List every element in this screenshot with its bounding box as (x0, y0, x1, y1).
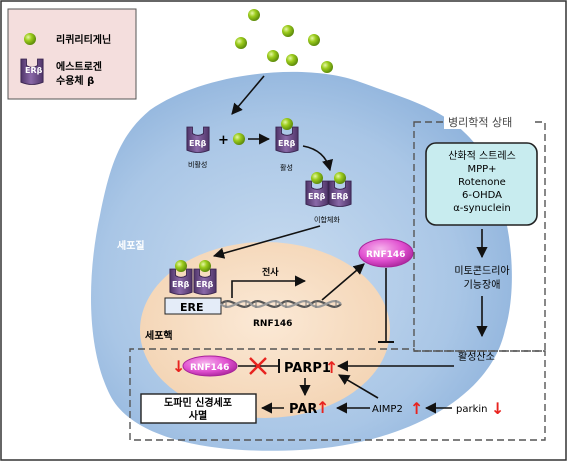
ligand-entry-arrow (231, 75, 265, 115)
ligand-icon (282, 25, 294, 37)
ligand-icon (308, 34, 320, 46)
stress-line-3: Rotenone (458, 177, 506, 188)
nucleus-label: 세포핵 (145, 329, 173, 342)
aimp2-label: AIMP2 (372, 404, 403, 415)
par-up-arrow: ↑ (316, 398, 329, 417)
receptor-dimer-label: 이합체화 (314, 215, 340, 224)
dna-helix (220, 300, 342, 308)
rnf146-down-arrow: ↓ (172, 357, 185, 376)
receptor-inactive-label: 비활성 (188, 160, 207, 169)
legend: 리퀴리티게닌 ERβ 에스트로겐 수용체 β (7, 8, 137, 100)
transcription-label: 전사 (262, 266, 279, 278)
parkin-down-arrow: ↓ (491, 399, 504, 418)
gene-to-protein-arrow (321, 263, 365, 301)
par-label: PAR (289, 402, 317, 417)
pathology-title: 병리학적 상태 (448, 116, 512, 129)
pathology-title-bg (444, 113, 532, 129)
rnf146-protein-bottom (182, 355, 238, 377)
legend-receptor-label-2: 수용체 β (56, 74, 94, 87)
receptor-dimer-right-text: ERβ (331, 192, 349, 201)
ligand-icon (233, 133, 245, 145)
death-line-2: 사멸 (189, 409, 207, 422)
pathology-dashed-box (413, 121, 546, 352)
legend-ligand-label: 리퀴리티게닌 (56, 33, 111, 46)
cytoplasm-label: 세포질 (117, 239, 145, 252)
ligand-icon (175, 260, 187, 272)
ligand-icon (281, 118, 293, 130)
aimp2-to-parp1-arrow (338, 374, 379, 399)
rnf146-top-label: RNF146 (366, 250, 405, 260)
ere-label: ERE (180, 301, 204, 314)
ligand-icon (286, 54, 298, 66)
receptor-dimer-left-text: ERβ (308, 192, 326, 201)
receptor-dna-right-text: ERβ (196, 280, 214, 289)
rnf146-bottom-label: RNF146 (190, 363, 229, 373)
pathway-dashed-box (129, 348, 546, 441)
receptor-active-text: ERβ (278, 139, 296, 148)
ligand-icon (334, 172, 346, 184)
transcription-arrow (231, 275, 307, 298)
parp1-up-arrow: ↑ (325, 358, 338, 377)
receptor-active-label: 활성 (280, 163, 293, 172)
neuron-death-box (140, 393, 257, 424)
ligand-icon (24, 33, 36, 45)
rnf146-protein-top (358, 238, 414, 268)
receptor-inactive-text: ERβ (189, 139, 207, 148)
ligand-icon (248, 9, 260, 21)
legend-receptor-icon-text: ERβ (25, 66, 43, 75)
receptor-dna-left-text: ERβ (172, 280, 190, 289)
plus-sign: + (218, 133, 229, 148)
death-line-1: 도파민 신경세포 (164, 396, 232, 409)
ligand-icon (235, 37, 247, 49)
dimerization-arrow (302, 145, 333, 172)
stress-line-5: α-synuclein (453, 203, 511, 214)
stress-box (425, 142, 538, 226)
stress-line-4: 6-OHDA (462, 190, 502, 201)
ligand-icon (311, 172, 323, 184)
ligand-icon (199, 260, 211, 272)
mito-line-2: 기능장애 (464, 279, 501, 291)
stress-line-2: MPP+ (467, 164, 496, 175)
aimp2-up-arrow: ↑ (410, 399, 423, 418)
legend-receptor-label-1: 에스트로겐 (56, 60, 102, 73)
blocked-x-icon (249, 357, 267, 375)
nuclear-translocation-arrow (212, 225, 321, 259)
ros-label: 활성산소 (458, 350, 495, 363)
ligand-icon (321, 61, 333, 73)
free-ligands (235, 9, 333, 73)
mito-line-1: 미토콘드리아 (454, 265, 509, 277)
gene-label: RNF146 (253, 319, 292, 329)
ligand-icon (267, 50, 279, 62)
ere-box (164, 297, 222, 315)
stress-line-1: 산화적 스트레스 (448, 150, 516, 162)
parp1-label: PARP1 (284, 361, 331, 376)
parkin-label: parkin (456, 404, 488, 415)
